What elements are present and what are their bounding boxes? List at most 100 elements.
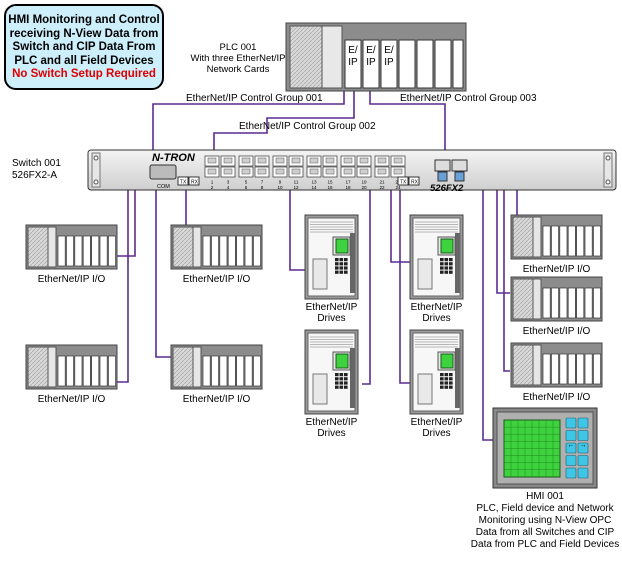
switch-port-pair: 910 <box>272 155 288 190</box>
port-number-bottom: 8 <box>261 185 264 190</box>
hmi-key <box>577 455 589 466</box>
hmi-key-left-arrow: ← <box>568 442 575 449</box>
svg-text:IP: IP <box>384 57 394 68</box>
callout-line-1: HMI Monitoring and Control <box>8 14 160 26</box>
ethernet-ip-io-rack: EtherNet/IP I/O <box>25 224 118 285</box>
hmi-key <box>565 417 577 429</box>
svg-text:TX: TX <box>180 180 187 186</box>
drive-display <box>335 353 349 369</box>
link-io-3 <box>117 190 129 383</box>
port-number-bottom: 2 <box>211 185 214 190</box>
drive-display <box>440 353 454 369</box>
switch-port-pair: 78 <box>254 155 270 190</box>
port-number-bottom: 24 <box>395 185 401 190</box>
hmi-key <box>565 467 577 479</box>
callout-warning: No Switch Setup Required <box>12 68 156 80</box>
switch-brand-logo: N-TRON <box>152 152 196 164</box>
svg-text:IP: IP <box>366 57 376 68</box>
hmi-key <box>577 430 589 441</box>
port-number-bottom: 18 <box>345 185 351 190</box>
hmi-caption-3: Data from all Switches and CIP <box>476 527 615 538</box>
port-number-bottom: 12 <box>293 185 299 190</box>
plc-caption-2: With three EtherNet/IP <box>190 53 285 64</box>
hmi-keypad: ←→ <box>565 417 589 479</box>
ethernet-ip-io-rack: EtherNet/IP I/O <box>510 342 603 403</box>
port-number-top: 17 <box>345 180 351 185</box>
io-rack-label: EtherNet/IP I/O <box>38 394 106 405</box>
svg-text:RX: RX <box>411 180 419 186</box>
plc-001: E/ IP E/ IP E/ IP <box>285 22 467 92</box>
hmi-caption-1: PLC, Field device and Network <box>476 503 614 514</box>
plc-caption-1: PLC 001 <box>220 42 257 53</box>
switch-port-pair: 12 <box>204 155 220 190</box>
port-number-top: 1 <box>211 180 214 185</box>
ethernet-ip-io-rack: EtherNet/IP I/O <box>170 344 263 405</box>
port-number-top: 11 <box>294 180 299 185</box>
ethernet-ip-io-rack: EtherNet/IP I/O <box>170 224 263 285</box>
plc-ethernet-ip-card-3: E/ IP <box>380 39 398 89</box>
plc-ethernet-ip-card-2: E/ IP <box>362 39 380 89</box>
port-number-top: 19 <box>361 180 367 185</box>
hmi-callout: HMI Monitoring and Control receiving N-V… <box>4 4 164 90</box>
drive-display <box>335 238 349 254</box>
link-group-002 <box>213 78 355 150</box>
hmi-key <box>577 417 589 429</box>
drive-label-line-1: EtherNet/IP <box>411 417 463 428</box>
ethernet-ip-io-rack: EtherNet/IP I/O <box>510 214 603 275</box>
io-rack-label: EtherNet/IP I/O <box>523 392 591 403</box>
link-drive-2 <box>362 190 371 385</box>
plc-caption-3: Network Cards <box>207 64 270 75</box>
port-number-top: 15 <box>327 180 333 185</box>
link-io-1 <box>117 190 136 257</box>
svg-text:E/: E/ <box>348 45 358 56</box>
port-number-top: 21 <box>379 180 385 185</box>
port-number-top: 3 <box>227 180 230 185</box>
drive-label-line-2: Drives <box>317 313 345 324</box>
port-number-top: 13 <box>311 180 317 185</box>
io-rack-label: EtherNet/IP I/O <box>183 274 251 285</box>
ethernet-ip-io-rack: EtherNet/IP I/O <box>510 276 603 337</box>
svg-text:RX: RX <box>191 180 199 186</box>
switch-caption-1: Switch 001 <box>12 158 61 169</box>
svg-text:TX: TX <box>400 180 407 186</box>
svg-text:IP: IP <box>348 57 358 68</box>
switch-port-bank: 123456789101112131415161718192021222324 <box>204 155 406 190</box>
switch-port-pair: 56 <box>238 155 254 190</box>
callout-line-2: receiving N-View Data from <box>9 27 159 40</box>
port-number-bottom: 4 <box>227 185 230 190</box>
hmi-key <box>565 455 577 466</box>
plc-ethernet-ip-card-1: E/ IP <box>344 39 362 89</box>
io-racks: EtherNet/IP I/O EtherNet/IP I/O EtherNet/I… <box>25 214 603 405</box>
link-drive-1 <box>289 190 305 271</box>
hmi-caption-4: Data from PLC and Field Devices <box>471 539 619 550</box>
svg-text:E/: E/ <box>384 45 394 56</box>
svg-text:E/: E/ <box>366 45 376 56</box>
com-port-label: COM <box>157 184 170 190</box>
group-003-label: EtherNet/IP Control Group 003 <box>400 93 537 104</box>
hmi-key-right-arrow: → <box>580 442 587 449</box>
port-number-top: 7 <box>261 180 264 185</box>
link-drive-4 <box>399 190 410 384</box>
switch-port-pair: 34 <box>220 155 236 190</box>
io-rack-label: EtherNet/IP I/O <box>523 326 591 337</box>
hmi-key <box>565 430 577 441</box>
port-number-bottom: 22 <box>379 185 385 190</box>
drive-display <box>440 238 454 254</box>
link-io-6 <box>496 190 510 294</box>
drive-label-line-2: Drives <box>317 428 345 439</box>
port-number-bottom: 6 <box>245 185 248 190</box>
drive-label-line-1: EtherNet/IP <box>306 302 358 313</box>
hmi-key <box>565 442 577 454</box>
io-rack-label: EtherNet/IP I/O <box>38 274 106 285</box>
